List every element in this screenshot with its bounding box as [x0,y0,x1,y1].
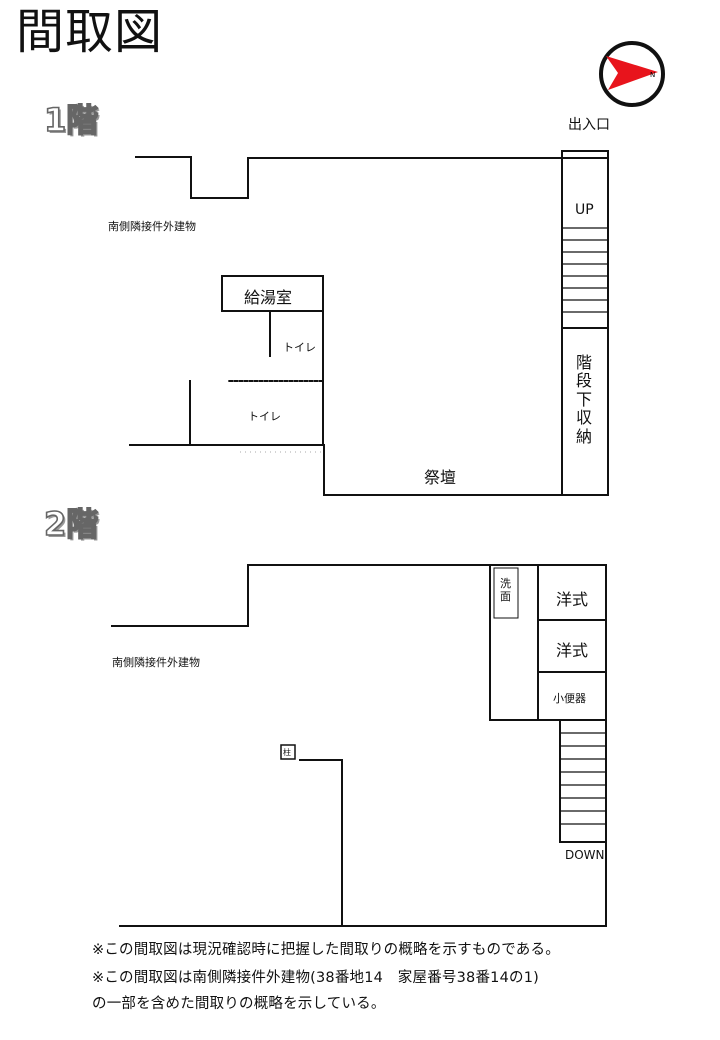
western-toilet-1-label: 洋式 [556,590,589,609]
floor2-walls [111,564,607,927]
storage-char: 下 [576,389,593,409]
under-stairs-storage-label: 階 段 下 収 納 [576,353,593,446]
storage-char: 段 [576,371,593,391]
storage-char: 収 [576,408,593,428]
washroom-char: 面 [500,589,511,603]
toilet-b-label: トイレ [248,410,281,423]
pillar-label: 柱 [283,748,291,757]
floor1-heading: 1階 [43,101,99,139]
storage-char: 階 [576,353,593,372]
floor2-details [280,567,519,760]
washroom-label: 洗 面 [500,577,511,603]
page-title: 間取図 [16,4,164,60]
kitchenette-label: 給湯室 [244,288,293,307]
floor2-heading: 2階 [43,505,99,543]
floor1-neighbor-label: 南側隣接件外建物 [108,220,196,233]
floor1-thin-lines [228,380,323,453]
washroom-char: 洗 [500,577,511,590]
compass-icon: N [599,41,665,107]
floor1-walls [129,150,609,496]
note-2: ※この間取図は南側隣接件外建物(38番地14 家屋番号38番14の1) [92,970,539,986]
floor1-stair-treads [562,227,608,313]
up-label: UP [575,202,594,218]
north-label: N [650,71,655,79]
floor2-stair-treads [560,732,606,825]
urinal-label: 小便器 [553,692,586,705]
note-3: の一部を含めた間取りの概略を示している。 [92,996,386,1012]
floor2-neighbor-label: 南側隣接件外建物 [112,656,200,669]
entrance-label: 出入口 [568,117,610,133]
altar-label: 祭壇 [424,468,457,487]
toilet-a-label: トイレ [283,341,316,354]
compass: N [598,40,668,110]
north-arrow [606,56,658,90]
down-label: DOWN [565,848,605,862]
western-toilet-2-label: 洋式 [556,641,589,660]
note-1: ※この間取図は現況確認時に把握した間取りの概略を示すものである。 [92,942,560,958]
storage-char: 納 [576,426,593,446]
